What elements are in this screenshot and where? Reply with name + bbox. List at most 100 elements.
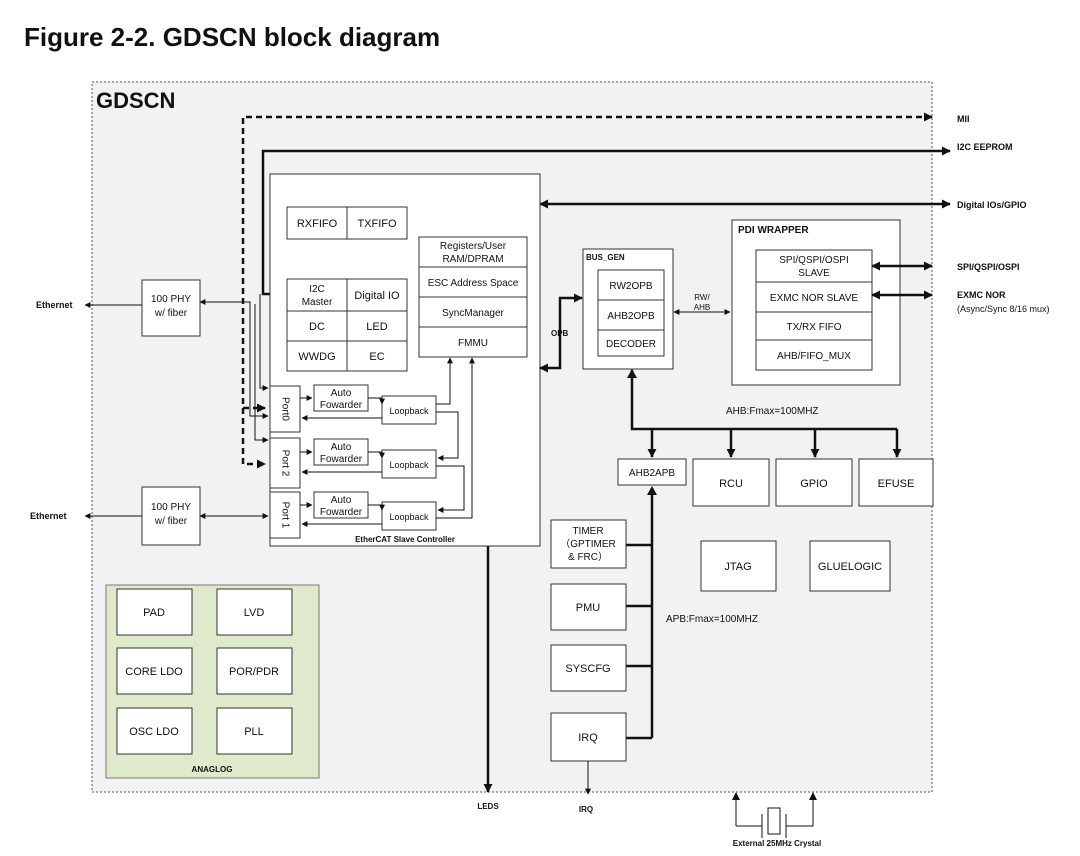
pll-text: PLL	[244, 726, 264, 738]
spi-slave-text-2: SLAVE	[798, 268, 830, 279]
port0-text: Port0	[279, 397, 290, 421]
timer-text-3: & FRC）	[568, 551, 608, 563]
irq-external-label: IRQ	[579, 805, 593, 814]
auto-forwarder-0-text-2: Fowarder	[320, 400, 363, 411]
efuse-block	[858, 458, 934, 507]
port1-text: Port 1	[279, 502, 290, 529]
leds-label: LEDS	[477, 802, 499, 811]
auto-forwarder-1-text-2: Fowarder	[320, 507, 363, 518]
exmc-slave-text: EXMC NOR SLAVE	[770, 293, 858, 304]
por-pdr-block	[216, 647, 293, 695]
i2c-eeprom-label: I2C EEPROM	[957, 142, 1013, 152]
core-ldo-block	[116, 647, 193, 695]
phy-connections	[84, 299, 269, 519]
crystal-label: External 25MHz Crystal	[733, 839, 821, 848]
loopback-0	[381, 395, 437, 425]
phy-bottom-block	[141, 486, 201, 546]
auto-forwarder-0-text-1: Auto	[331, 388, 352, 399]
i2c-master-text-1: I2C	[309, 284, 325, 295]
spi-slave-text-1: SPI/QSPI/OSPI	[779, 255, 848, 266]
spi-external-label: SPI/QSPI/OSPI	[957, 262, 1020, 272]
pad-text: PAD	[143, 607, 165, 619]
opb-label: OPB	[551, 329, 569, 338]
esc-label: EtherCAT Slave Controller	[355, 535, 455, 544]
registers-text-1: Registers/User	[440, 241, 507, 252]
ethernet-top-label: Ethernet	[36, 300, 73, 310]
loopback-1-text: Loopback	[389, 512, 429, 522]
ahb-fifo-mux-block	[755, 339, 873, 371]
crystal-arrow-left	[732, 792, 740, 800]
chip-label: GDSCN	[96, 88, 175, 113]
page-title: Figure 2-2. GDSCN block diagram	[24, 22, 441, 52]
pll-block	[216, 707, 293, 755]
port2-text: Port 2	[279, 450, 290, 477]
loopback-0-text: Loopback	[389, 406, 429, 416]
jtag-text: JTAG	[724, 561, 751, 573]
txfifo-text: TXFIFO	[357, 218, 397, 230]
ahb-bus	[630, 370, 902, 458]
led-text: LED	[366, 321, 387, 333]
rxfifo-block	[286, 206, 348, 240]
auto-forwarder-1	[313, 491, 369, 519]
apb-up-arrow	[647, 486, 657, 495]
phy-bottom-text-1: 100 PHY	[151, 502, 191, 513]
auto-forwarder-2-text-1: Auto	[331, 442, 352, 453]
bus-gen-label: BUS_GEN	[586, 253, 625, 262]
i2c-master-text-2: Master	[302, 297, 333, 308]
fmmu-text: FMMU	[458, 338, 488, 349]
pmu-block	[550, 583, 627, 631]
txfifo-block	[346, 206, 408, 240]
digital-io-gpio-label: Digital IOs/GPIO	[957, 200, 1027, 210]
irq-text: IRQ	[578, 732, 598, 744]
ec-block	[346, 340, 408, 372]
wwdg-block	[286, 340, 348, 372]
crystal-arrow-right	[809, 792, 817, 800]
analog-label: ANAGLOG	[192, 765, 233, 774]
lvd-text: LVD	[244, 607, 265, 619]
decoder-text: DECODER	[606, 339, 656, 350]
apb-label: APB:Fmax=100MHZ	[666, 614, 758, 625]
opb-bus	[539, 293, 583, 373]
rw-ahb-label-2: AHB	[694, 303, 710, 312]
rcu-text: RCU	[719, 478, 743, 490]
led-block	[346, 310, 408, 342]
wwdg-text: WWDG	[298, 351, 335, 363]
ahb2apb-block	[617, 458, 687, 486]
ahb-fifo-mux-text: AHB/FIFO_MUX	[777, 351, 851, 362]
exmc-slave-block	[755, 281, 873, 313]
syscfg-block	[550, 644, 627, 692]
ec-text: EC	[369, 351, 384, 363]
gluelogic-block	[809, 540, 891, 592]
osc-ldo-block	[116, 707, 193, 755]
syncmanager-text: SyncManager	[442, 308, 504, 319]
osc-ldo-text: OSC LDO	[129, 726, 179, 738]
jtag-block	[700, 540, 777, 592]
timer-text-1: TIMER	[572, 526, 603, 537]
exmc-nor-label: EXMC NOR	[957, 290, 1006, 300]
efuse-text: EFUSE	[878, 478, 915, 490]
syncmanager-block	[418, 296, 528, 328]
pdi-wrapper-label: PDI WRAPPER	[738, 225, 809, 236]
ethernet-bottom-label: Ethernet	[30, 511, 67, 521]
txrx-fifo-block	[755, 311, 873, 341]
phy-top-text-1: 100 PHY	[151, 294, 191, 305]
crystal-icon	[735, 794, 814, 838]
gluelogic-text: GLUELOGIC	[818, 561, 882, 573]
decoder-block	[597, 329, 665, 357]
pad-block	[116, 588, 193, 636]
ahb2opb-text: AHB2OPB	[607, 311, 655, 322]
fmmu-block	[418, 326, 528, 358]
rw-ahb-label-1: RW/	[694, 293, 710, 302]
rxfifo-text: RXFIFO	[297, 218, 338, 230]
registers-text-2: RAM/DPRAM	[442, 254, 503, 265]
timer-block	[550, 519, 627, 569]
loopback-2-text: Loopback	[389, 460, 429, 470]
spi-slave-block	[755, 249, 873, 283]
auto-forwarder-0	[313, 384, 369, 412]
port0-block	[269, 385, 301, 433]
phy-top-block	[141, 279, 201, 337]
esc-address-text: ESC Address Space	[428, 278, 519, 289]
phy-bottom-text-2: w/ fiber	[154, 516, 188, 527]
auto-forwarder-2-text-2: Fowarder	[320, 454, 363, 465]
syscfg-text: SYSCFG	[565, 663, 610, 675]
